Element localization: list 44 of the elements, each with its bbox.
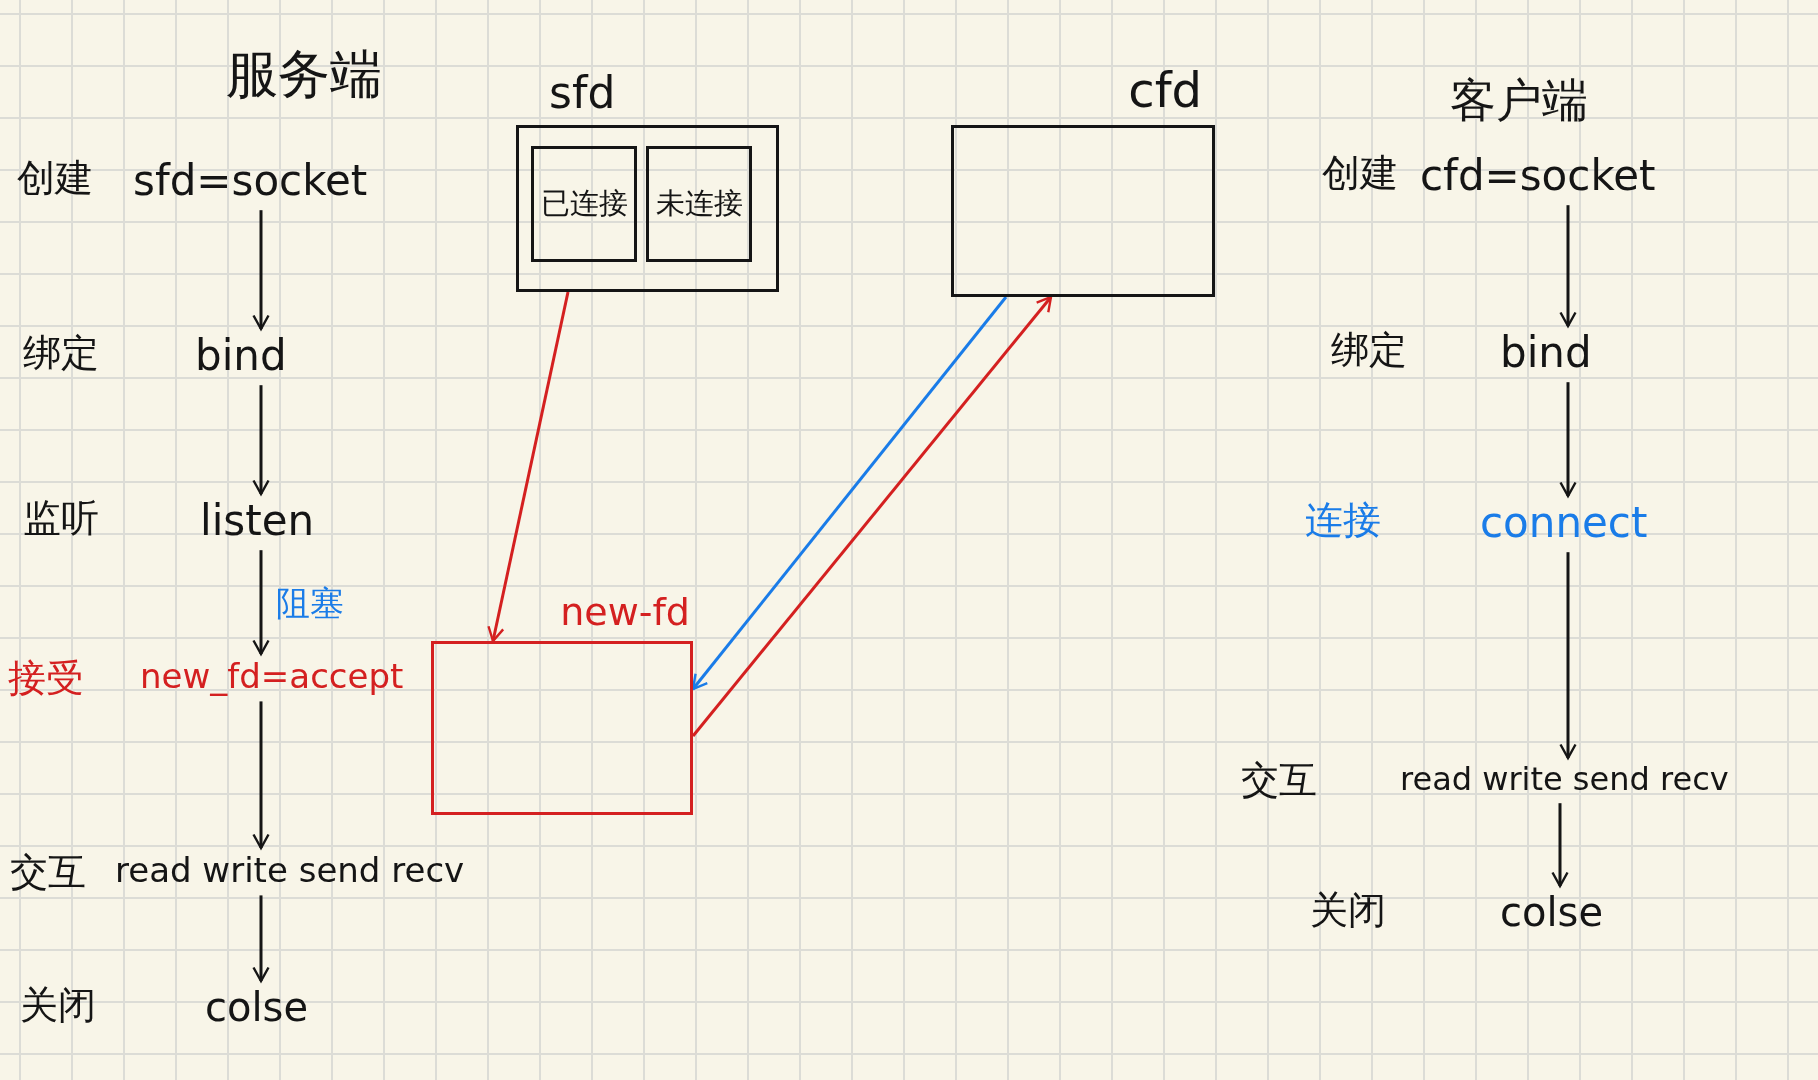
step-label: 创建 (1322, 153, 1398, 195)
step-label: 交互 (1241, 760, 1317, 802)
step-label: 接受 (8, 658, 84, 700)
arrow (252, 210, 270, 331)
arrow (1559, 382, 1577, 498)
arrow (1551, 803, 1569, 888)
step-label: 连接 (1305, 500, 1381, 542)
box-text: 未连接 (655, 188, 743, 220)
step-label: 监听 (23, 498, 99, 540)
column-heading: 客户端 (1450, 75, 1588, 126)
step-text: cfd=socket (1420, 153, 1656, 200)
step-text: bind (1500, 330, 1592, 377)
step-label: 关闭 (1310, 890, 1386, 932)
column-heading: 服务端 (226, 46, 382, 104)
step-label: 绑定 (23, 333, 99, 375)
arrow (691, 295, 1053, 737)
step-text: read write send recv (1400, 762, 1729, 798)
arrow (1559, 552, 1577, 760)
step-label: 关闭 (20, 985, 96, 1027)
arrow (252, 550, 270, 656)
box-heading: new-fd (560, 592, 690, 635)
arrow (487, 291, 570, 643)
step-text: new_fd=accept (140, 658, 404, 696)
inner-box (531, 146, 637, 262)
box-heading: cfd (1128, 64, 1202, 118)
inner-box (646, 146, 752, 262)
arrow (1559, 205, 1577, 328)
step-label: 创建 (17, 158, 93, 200)
step-text: connect (1480, 500, 1648, 547)
edge-label: 阻塞 (276, 585, 344, 623)
step-text: bind (195, 333, 287, 380)
step-text: read write send recv (115, 852, 465, 890)
arrow (252, 385, 270, 496)
arrow (252, 895, 270, 983)
step-label: 绑定 (1331, 330, 1407, 372)
step-text: colse (1500, 890, 1604, 934)
step-text: colse (205, 985, 309, 1029)
arrow (252, 701, 270, 850)
step-text: listen (200, 498, 315, 545)
step-label: 交互 (10, 852, 86, 894)
arrow (691, 296, 1008, 691)
box-text: 已连接 (540, 188, 628, 220)
box-heading: sfd (549, 69, 616, 118)
step-text: sfd=socket (133, 158, 368, 205)
